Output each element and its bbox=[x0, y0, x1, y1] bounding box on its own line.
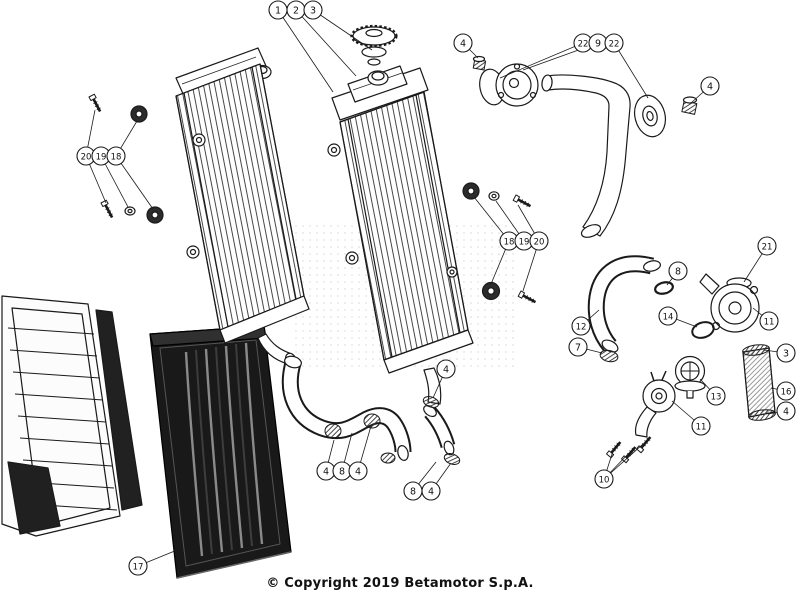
callout-number: 4 bbox=[783, 406, 789, 417]
leader-line bbox=[312, 9, 373, 51]
callout-balloon: 2 bbox=[286, 0, 306, 20]
callout-number: 20 bbox=[81, 152, 92, 162]
outlet-pipe bbox=[541, 74, 631, 238]
thermostat-housing bbox=[699, 273, 760, 333]
radiator-guard-right bbox=[149, 325, 292, 579]
callout-number: 18 bbox=[111, 152, 122, 162]
left-radiator bbox=[175, 47, 310, 368]
callout-number: 8 bbox=[339, 466, 345, 477]
callout-balloon: 20 bbox=[529, 231, 549, 251]
callout-balloon: 11 bbox=[691, 416, 711, 436]
callout-number: 17 bbox=[133, 562, 144, 572]
leader-line bbox=[295, 9, 357, 77]
callout-number: 4 bbox=[707, 81, 713, 92]
callout-number: 12 bbox=[576, 322, 587, 332]
callout-balloon: 4 bbox=[776, 401, 796, 421]
callout-number: 10 bbox=[599, 475, 610, 485]
callout-balloon: 4 bbox=[453, 33, 473, 53]
callout-balloon: 22 bbox=[573, 33, 593, 53]
callout-number: 14 bbox=[663, 312, 674, 322]
callout-number: 3 bbox=[783, 348, 789, 359]
callout-balloon: 22 bbox=[604, 33, 624, 53]
callout-number: 16 bbox=[781, 387, 792, 397]
callout-number: 19 bbox=[96, 152, 107, 162]
radiator-cap bbox=[350, 24, 398, 66]
callout-number: 9 bbox=[595, 38, 601, 49]
callout-number: 4 bbox=[428, 486, 434, 497]
callout-balloon: 4 bbox=[700, 76, 720, 96]
callout-balloon: 13 bbox=[706, 386, 726, 406]
callout-number: 18 bbox=[504, 237, 515, 247]
callout-number: 13 bbox=[711, 392, 722, 402]
leader-line bbox=[100, 155, 129, 208]
callout-number: 19 bbox=[519, 237, 530, 247]
callout-balloon: 4 bbox=[436, 359, 456, 379]
thermostat bbox=[674, 355, 706, 399]
callout-number: 3 bbox=[310, 5, 316, 16]
callout-number: 21 bbox=[762, 242, 773, 252]
coolant-hose-elbow bbox=[587, 255, 661, 363]
callout-balloon: 8 bbox=[668, 261, 688, 281]
copyright-text: © Copyright 2019 Betamotor S.p.A. bbox=[266, 576, 534, 591]
callout-number: 4 bbox=[355, 466, 361, 477]
callout-balloon: 8 bbox=[332, 461, 352, 481]
callout-number: 11 bbox=[764, 317, 775, 327]
callout-number: 11 bbox=[696, 422, 707, 432]
callout-number: 4 bbox=[323, 466, 329, 477]
callout-balloon: 10 bbox=[594, 469, 614, 489]
leader-line bbox=[115, 155, 154, 210]
flange-disc bbox=[633, 94, 667, 138]
callout-balloon: 3 bbox=[303, 0, 323, 20]
right-radiator bbox=[327, 65, 474, 405]
callout-balloon: 11 bbox=[759, 311, 779, 331]
callout-number: 20 bbox=[534, 237, 545, 247]
callout-balloon: 16 bbox=[776, 381, 796, 401]
coolant-hose-short bbox=[742, 344, 776, 421]
callout-balloon: 17 bbox=[128, 556, 148, 576]
callout-balloon: 8 bbox=[403, 481, 423, 501]
callout-balloon: 4 bbox=[348, 461, 368, 481]
fastener-group-left bbox=[87, 92, 164, 224]
fastener-group-middle bbox=[462, 182, 539, 307]
callout-number: 22 bbox=[609, 39, 620, 49]
callout-balloon: 18 bbox=[106, 146, 126, 166]
fitting-nut-right bbox=[681, 96, 698, 115]
callout-balloon: 7 bbox=[568, 337, 588, 357]
callout-balloon: 3 bbox=[776, 343, 796, 363]
callout-balloon: 14 bbox=[658, 306, 678, 326]
callout-balloon: 19 bbox=[514, 231, 534, 251]
callout-number: 4 bbox=[443, 364, 449, 375]
fitting-nut-top bbox=[472, 55, 487, 71]
callout-number: 7 bbox=[575, 342, 581, 353]
o-ring-small bbox=[654, 281, 674, 295]
callout-number: 4 bbox=[460, 38, 466, 49]
callout-number: 22 bbox=[578, 39, 589, 49]
leader-line bbox=[499, 42, 584, 79]
o-ring-large bbox=[691, 321, 715, 339]
callout-number: 1 bbox=[275, 5, 281, 16]
callout-balloon: 9 bbox=[588, 33, 608, 53]
water-pump-body bbox=[634, 370, 676, 438]
callout-balloon: 12 bbox=[571, 316, 591, 336]
callout-number: 8 bbox=[675, 266, 681, 277]
leader-line bbox=[277, 9, 334, 93]
coolant-hose-s bbox=[281, 355, 412, 464]
water-pump-cover bbox=[479, 63, 539, 107]
callout-balloon: 4 bbox=[421, 481, 441, 501]
radiator-guard-left bbox=[1, 295, 143, 537]
callout-number: 2 bbox=[293, 5, 299, 16]
callout-balloon: 21 bbox=[757, 236, 777, 256]
leader-line bbox=[613, 42, 649, 99]
callout-balloon: 4 bbox=[316, 461, 336, 481]
callout-number: 8 bbox=[410, 486, 416, 497]
callout-balloon: 1 bbox=[268, 0, 288, 20]
